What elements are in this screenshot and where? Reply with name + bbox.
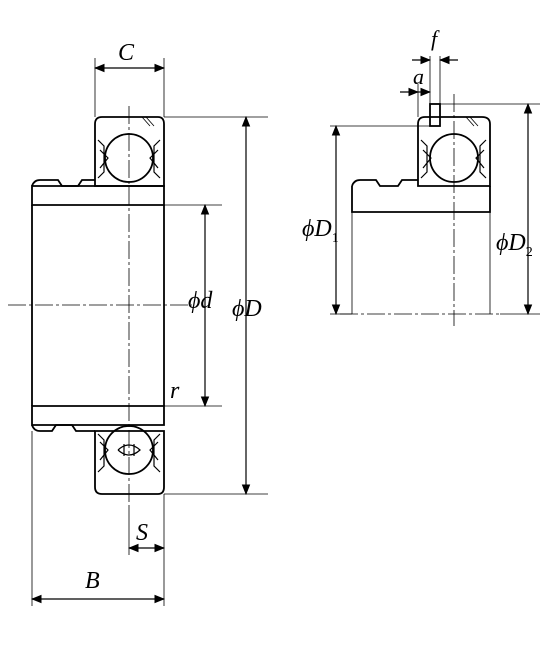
label-B: B (85, 568, 100, 594)
seal-right-bottom (149, 433, 161, 473)
half-collar-step (351, 179, 418, 187)
half-section-view: f a ϕD1 ϕD2 (302, 26, 540, 326)
extended-inner-ring (31, 205, 165, 406)
seal-left-bottom (97, 433, 109, 473)
collar-step-bottom (31, 424, 95, 432)
label-C: C (118, 40, 135, 66)
label-S: S (136, 520, 148, 546)
snap-groove (141, 116, 155, 127)
snap-ring (429, 103, 441, 127)
half-body-lines (351, 212, 491, 314)
seal-right-top (149, 139, 161, 179)
cage-bottom (117, 444, 141, 456)
label-d: ϕd (188, 288, 213, 314)
half-inner-ring (351, 186, 491, 213)
outer-ring-bottom (94, 430, 165, 495)
label-r: r (170, 378, 180, 404)
label-a: a (413, 64, 424, 89)
inner-ring-bottom (31, 405, 165, 426)
half-seal-right (475, 139, 487, 179)
outer-ring-top (94, 116, 165, 187)
main-section-view: C ϕd ϕD r S B (8, 40, 268, 606)
seal-left-top (97, 139, 109, 179)
label-D: ϕD (232, 296, 262, 322)
half-outer-ring (417, 116, 491, 187)
inner-ring-outline (31, 185, 165, 206)
half-seal-left (420, 139, 432, 179)
label-f: f (431, 26, 440, 51)
collar-step-top (31, 179, 95, 187)
label-D2: ϕD2 (496, 230, 533, 260)
label-D1: ϕD1 (302, 216, 339, 246)
